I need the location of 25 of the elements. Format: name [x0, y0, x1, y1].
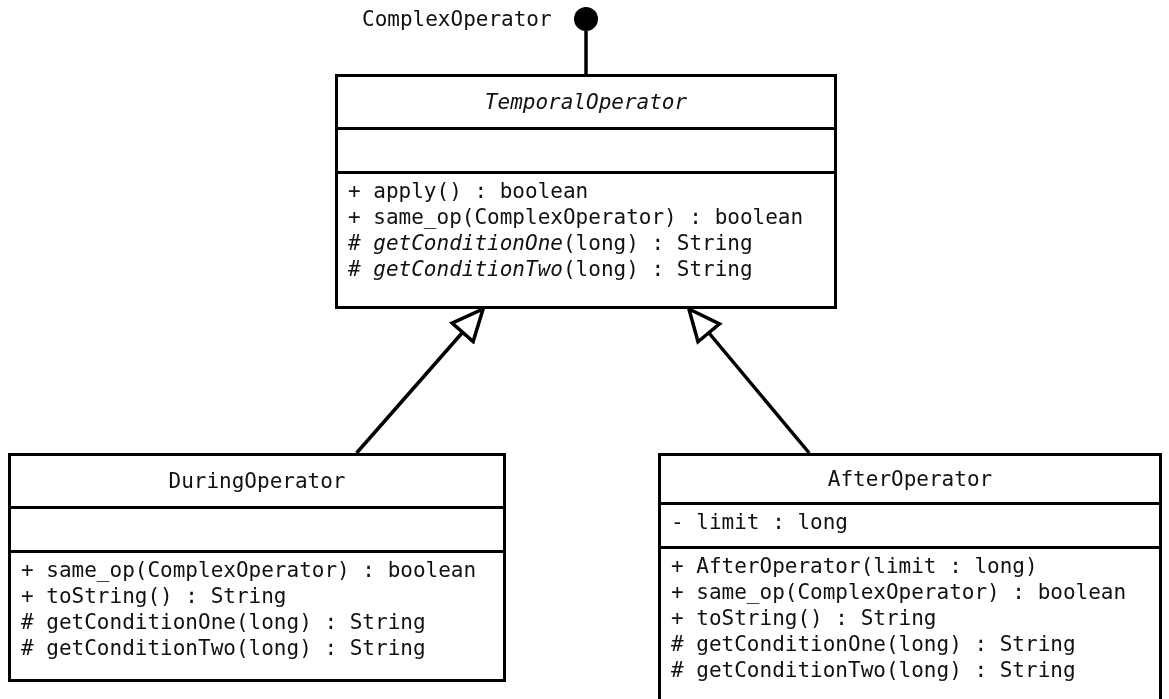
method-signature: # getConditionOne(long) : String: [21, 609, 426, 635]
class-name: AfterOperator: [827, 466, 993, 493]
interface-label: ComplexOperator: [362, 7, 552, 31]
interface-circle: [574, 7, 598, 31]
class-name: DuringOperator: [168, 468, 346, 495]
attribute-text: - limit : long: [671, 509, 848, 535]
method-signature: + apply() : boolean: [348, 178, 589, 204]
method-signature: + toString() : String: [671, 605, 937, 631]
method-signature: # getConditionOne(long) : String: [671, 631, 1076, 657]
method-signature: + same_op(ComplexOperator) : boolean: [348, 204, 804, 230]
method-signature: + toString() : String: [21, 583, 287, 609]
method-signature: # getConditionTwo(long) : String: [21, 635, 426, 661]
method-signature: + same_op(ComplexOperator) : boolean: [21, 557, 477, 583]
method-signature: + same_op(ComplexOperator) : boolean: [671, 579, 1127, 605]
class-box: [8, 453, 506, 682]
class-name: TemporalOperator: [484, 89, 688, 116]
method-signature: # getConditionOne(long) : String: [348, 230, 753, 256]
inheritance-arrow: [355, 307, 485, 455]
method-signature: # getConditionTwo(long) : String: [671, 657, 1076, 683]
class-box: [658, 453, 1162, 699]
inheritance-arrow: [687, 307, 811, 455]
method-signature: + AfterOperator(limit : long): [671, 553, 1038, 579]
class-box: [335, 74, 837, 309]
connector-line: [584, 31, 588, 74]
method-signature: # getConditionTwo(long) : String: [348, 256, 753, 282]
